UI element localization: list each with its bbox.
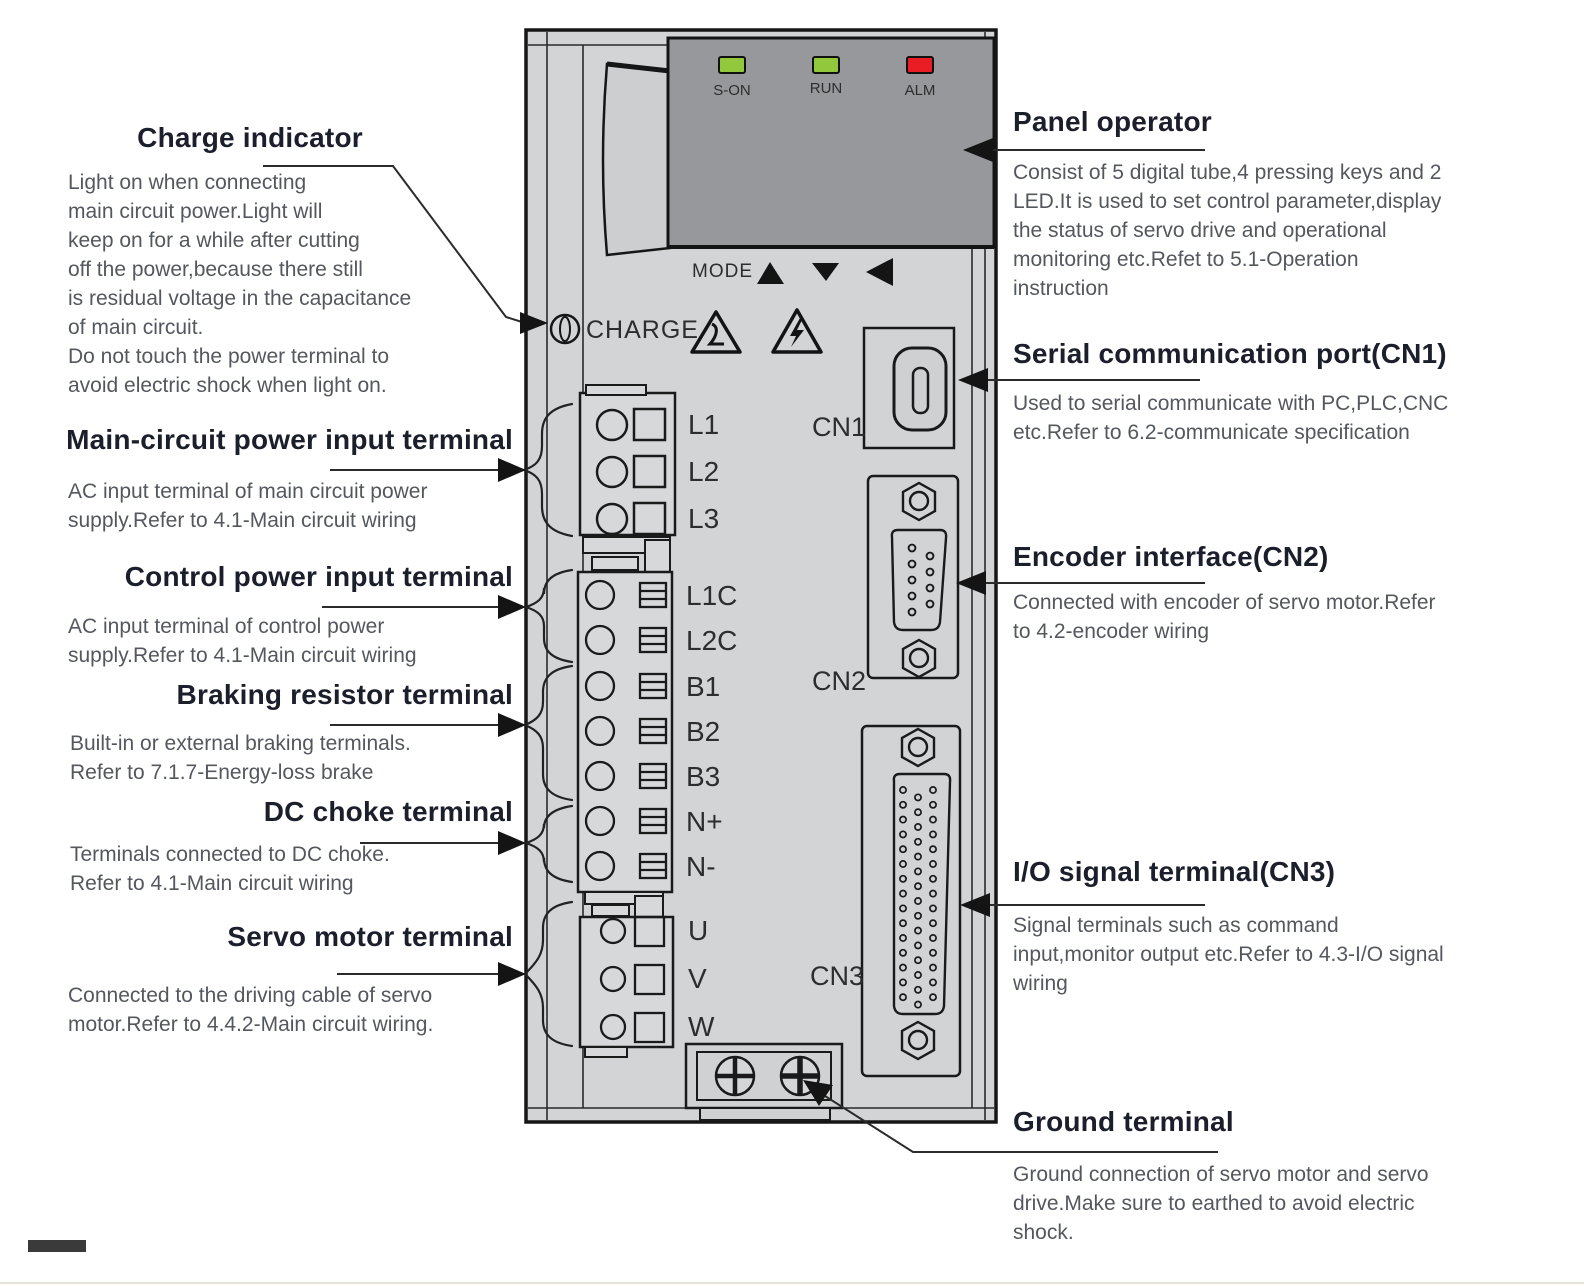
son-led-icon [718,56,746,74]
charge-leader-line [263,165,523,323]
ground-screw-icon [714,1055,756,1097]
ground-terminal-title: Ground terminal [1013,1106,1234,1137]
dc-choke-body: Terminals connected to DC choke. Refer t… [70,843,390,895]
cn3-bottom-screw-icon [900,1020,936,1061]
page-corner-mark [28,1240,86,1252]
control-power-arrow-icon [498,595,526,619]
encoder-interface-title: Encoder interface(CN2) [1013,541,1329,572]
cn2-connector: CN2 [812,474,960,696]
terminal-label-u: U [688,915,708,946]
terminal-joint-2 [584,891,664,918]
terminal-label-w: W [688,1011,715,1042]
terminal-label-l1c: L1C [686,580,737,611]
ground-arrow-icon [803,1080,833,1106]
charge-indicator-title: Charge indicator [137,122,363,153]
run-led-label: RUN [810,80,843,97]
servo-arrow-icon [498,962,526,986]
mode-down-icon[interactable] [812,263,839,281]
cn3-label: CN3 [810,961,864,991]
terminal-label-l1: L1 [688,409,719,440]
braking-resistor-body: Built-in or external braking terminals. … [70,732,411,784]
main-power-body: AC input terminal of main circuit power … [68,480,428,532]
led-indicators: S-ON RUN ALM [713,56,936,99]
run-led-icon [812,56,840,74]
terminal-block-power: L1 L2 L3 [578,384,719,537]
charge-indicator-body: Light on when connecting main circuit po… [68,171,412,397]
cn2-top-screw-icon [901,481,937,522]
cn1-connector: CN1 [812,326,956,450]
control-power-body: AC input terminal of control power suppl… [68,615,417,667]
choke-arrow-icon [498,831,526,855]
main-power-title: Main-circuit power input terminal [66,424,513,455]
panel-door [601,62,672,257]
dc-choke-title: DC choke terminal [263,796,513,827]
terminal-label-b2: B2 [686,716,720,747]
io-arrow-icon [960,893,990,917]
serial-port-title: Serial communication port(CN1) [1013,338,1447,369]
serial-arrow-icon [958,368,988,392]
cn3-pins [899,786,937,1009]
io-signal-title: I/O signal terminal(CN3) [1013,856,1336,887]
encoder-interface-body: Connected with encoder of servo motor.Re… [1013,591,1436,643]
leader-arrowheads [498,138,993,1106]
ground-leader-line [824,1095,1218,1153]
terminal-label-l2c: L2C [686,625,737,656]
panel-operator-body: Consist of 5 digital tube,4 pressing key… [1013,161,1442,300]
warning-electric-shock-icon [771,308,823,354]
cn3-connector: CN3 [810,724,962,1078]
terminal-label-l3: L3 [688,503,719,534]
control-power-title: Control power input terminal [124,561,513,592]
charge-arrow-icon [520,312,548,334]
io-signal-body: Signal terminals such as command input,m… [1013,914,1444,995]
mode-key[interactable]: MODE [692,261,753,282]
ground-terminal-body: Ground connection of servo motor and ser… [1013,1163,1429,1244]
panel-door-edge [606,61,671,74]
terminal-label-b1: B1 [686,671,720,702]
ground-terminal-block [684,1042,844,1121]
cn2-label: CN2 [812,666,866,696]
braking-arrow-icon [498,713,526,737]
son-led-label: S-ON [713,82,751,99]
terminal-label-nminus: N- [686,851,716,882]
mode-left-icon[interactable] [866,258,893,286]
charge-row: CHARGE [549,308,823,354]
warning-hot-surface-icon [690,310,742,354]
charge-label: CHARGE [586,316,699,344]
page-bottom-rule [0,1282,1584,1284]
panel-arrow-icon [963,138,993,162]
terminal-label-b3: B3 [686,761,720,792]
terminal-label-nplus: N+ [686,806,723,837]
encoder-arrow-icon [956,571,986,595]
panel-operator-title: Panel operator [1013,106,1212,137]
alm-led-label: ALM [905,82,936,99]
cn2-pins [907,543,935,617]
charge-led-icon [549,313,581,345]
servo-motor-body: Connected to the driving cable of servo … [68,984,434,1036]
terminal-label-v: V [688,963,707,994]
servo-motor-title: Servo motor terminal [227,921,513,952]
terminal-label-l2: L2 [688,456,719,487]
cn2-bottom-screw-icon [901,638,937,679]
mode-key-row: MODE [692,258,893,286]
leader-lines [263,149,1218,1153]
terminal-joint-1 [582,536,671,573]
terminal-block-control: L1C L2C B1 B2 B3 N+ N- [576,570,737,894]
alm-led-icon [906,56,934,74]
main-power-arrow-icon [498,458,526,482]
serial-port-body: Used to serial communicate with PC,PLC,C… [1013,392,1449,444]
cn1-label: CN1 [812,412,866,442]
braking-resistor-title: Braking resistor terminal [176,679,513,710]
terminal-block-motor: U V W [578,915,715,1058]
mode-up-icon[interactable] [757,262,784,284]
cn3-top-screw-icon [900,727,936,768]
